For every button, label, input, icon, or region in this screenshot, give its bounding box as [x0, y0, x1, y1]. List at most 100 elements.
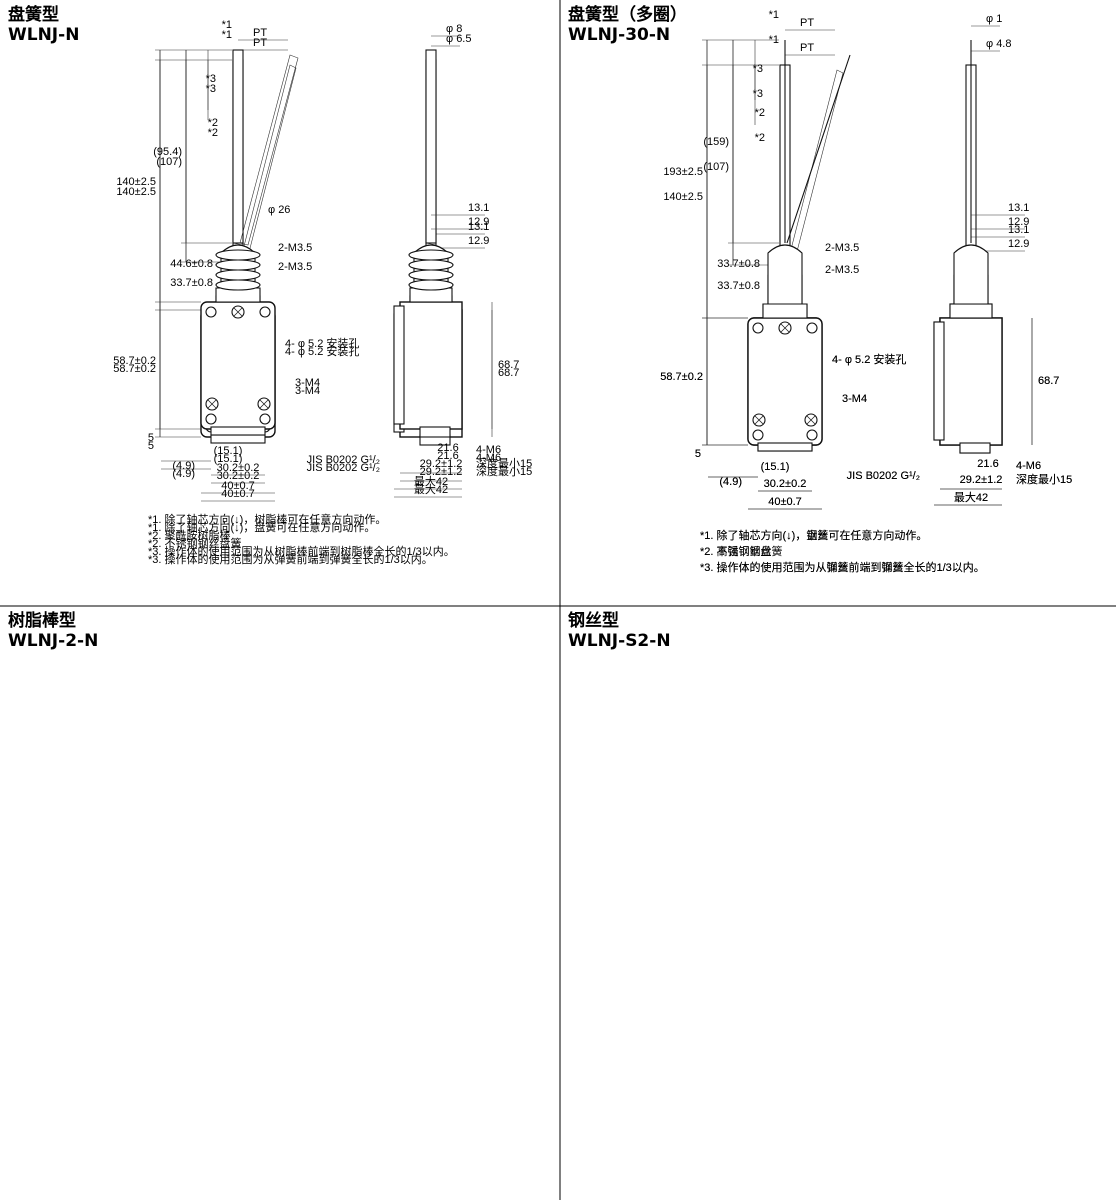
bellows-ring [215, 279, 261, 291]
note-ref-2: *2 [208, 127, 218, 139]
mounting-hole [259, 306, 271, 318]
screw-m6: 4-M6 [1016, 460, 1041, 472]
panel-title-model: WLNJ-2-N [8, 631, 98, 651]
note-ref-2: *2 [755, 132, 765, 144]
side-body [399, 301, 463, 430]
rod-length: (107) [156, 156, 182, 168]
width-40: 40±0.7 [768, 496, 802, 508]
footnote-3: *3. 操作体的使用范围为从钢丝前端到钢丝全长的1/3以内。 [700, 560, 985, 574]
dim-21-6: 21.6 [977, 458, 998, 470]
footnote-1: *1. 除了轴芯方向(↓)，盘簧可在任意方向动作。 [148, 520, 375, 534]
screw-m35: 2-M3.5 [278, 242, 312, 254]
thread-standard: JIS B0202 G¹/₂ [847, 470, 920, 482]
side-bellows-ring [408, 269, 454, 281]
screw-m6: 4-M6 [476, 452, 501, 464]
mounting-hole-label: 4- φ 5.2 安装孔 [832, 352, 906, 366]
mounting-hole-label: 4- φ 5.2 安装孔 [832, 352, 906, 366]
panel-title-cn: 盘簧型（多圈） [568, 4, 687, 25]
side-bellows-ring [408, 259, 454, 271]
note-ref-3: *3 [206, 83, 216, 95]
screw-slot [259, 399, 269, 409]
width-40: 40±0.7 [221, 488, 255, 500]
conduit-base [210, 434, 266, 444]
offset-5: 5 [148, 432, 154, 444]
pt-label: PT [800, 17, 814, 29]
mounting-hole [259, 413, 271, 425]
dim-68-7: 68.7 [1038, 375, 1059, 387]
footnote-2: *2. 不锈钢钢丝 [700, 545, 772, 558]
width-40: 40±0.7 [768, 496, 802, 508]
side-resin-rod [425, 49, 437, 244]
footnote-3: *3. 操作体的使用范围为从弹簧前端到弹簧全长的1/3以内。 [148, 552, 433, 566]
screw-m4: 3-M4 [295, 377, 320, 389]
screw-slot [780, 323, 790, 333]
note-ref-3: *3 [753, 63, 763, 75]
head-height: 33.7±0.8 [717, 258, 760, 270]
thread-depth: 深度最小15 [476, 456, 532, 470]
actuator-head [767, 244, 803, 305]
body-height: 58.7±0.2 [660, 371, 703, 383]
pt-label: PT [800, 42, 814, 54]
rod-length: (95.4) [153, 146, 182, 158]
panel-title-cn: 钢丝型 [568, 610, 619, 631]
mounting-hole-label: 4- φ 5.2 安装孔 [285, 336, 359, 350]
thread-standard: JIS B0202 G¹/₂ [307, 462, 380, 474]
offset-5: 5 [148, 440, 154, 452]
side-body [939, 317, 1003, 446]
panel-title-model: WLNJ-S2-N [568, 631, 671, 651]
dim-68-7: 68.7 [1038, 375, 1059, 387]
dim-13-1: 13.1 [468, 221, 489, 233]
dim-12-9: 12.9 [468, 235, 489, 247]
panel-title-cn: 盘簧型 [8, 4, 59, 25]
mounting-hole [806, 429, 818, 441]
width-4-9: (4.9) [719, 476, 742, 488]
note-ref-2: *2 [208, 117, 218, 129]
screw-m6: 4-M6 [476, 444, 501, 456]
screw-m35: 2-M3.5 [825, 264, 859, 276]
head-flange [762, 303, 808, 319]
thread-depth: 深度最小15 [1016, 472, 1072, 486]
offset-5: 5 [695, 448, 701, 460]
side-cover [933, 321, 945, 441]
footnote-2: *2. 聚酰胺树脂棒 [148, 528, 231, 542]
side-conduit [419, 426, 451, 438]
note-ref-1: *1 [769, 9, 779, 21]
thread-depth: 深度最小15 [1016, 472, 1072, 486]
rod-diameter: φ 1 [986, 13, 1002, 25]
mounting-hole-label: 4- φ 5.2 安装孔 [285, 344, 359, 358]
side-bellows-ring [408, 279, 454, 291]
head-height: 33.7±0.8 [170, 277, 213, 289]
resin-rod [232, 49, 244, 244]
max-42: 最大42 [954, 490, 988, 504]
width-4-9: (4.9) [172, 460, 195, 472]
mounting-hole [752, 429, 764, 441]
panel-wlnj-30-n: 盘簧型（多圈）WLNJ-30-N*1PT*3*2(107)140±2.533.7… [568, 4, 1072, 574]
tilted-spring [239, 64, 297, 265]
rod-diameter: φ 8 [446, 23, 462, 35]
bellows-ring [215, 259, 261, 271]
dim-21-6: 21.6 [437, 450, 458, 462]
screw-slot [754, 415, 764, 425]
screw-m4: 3-M4 [295, 385, 320, 397]
width-30-2: 30.2±0.2 [217, 462, 260, 474]
width-4-9: (4.9) [719, 476, 742, 488]
head-height: 44.6±0.8 [170, 258, 213, 270]
width-30-2: 30.2±0.2 [764, 478, 807, 490]
footnote-2: *2. 不锈钢钢丝盘簧 [148, 536, 242, 550]
dim-29-2: 29.2±1.2 [420, 458, 463, 470]
panel-title-cn: 树脂棒型 [8, 610, 76, 631]
dim-13-1: 13.1 [1008, 224, 1029, 236]
note-ref-1: *1 [222, 19, 232, 31]
width-30-2: 30.2±0.2 [217, 470, 260, 482]
body-height: 58.7±0.2 [113, 355, 156, 367]
total-height: 140±2.5 [116, 176, 156, 188]
width-15-1: (15.1) [214, 453, 243, 465]
width-4-9: (4.9) [172, 468, 195, 480]
footnote-1: *1. 除了轴芯方向(↓)，盘簧可在任意方向动作。 [700, 528, 927, 542]
max-42: 最大42 [414, 474, 448, 488]
bellows-diameter: φ 26 [268, 204, 290, 216]
rod-length: (159) [703, 136, 729, 148]
screw-m35: 2-M3.5 [278, 261, 312, 273]
dim-29-2: 29.2±1.2 [960, 474, 1003, 486]
width-15-1: (15.1) [761, 461, 790, 473]
